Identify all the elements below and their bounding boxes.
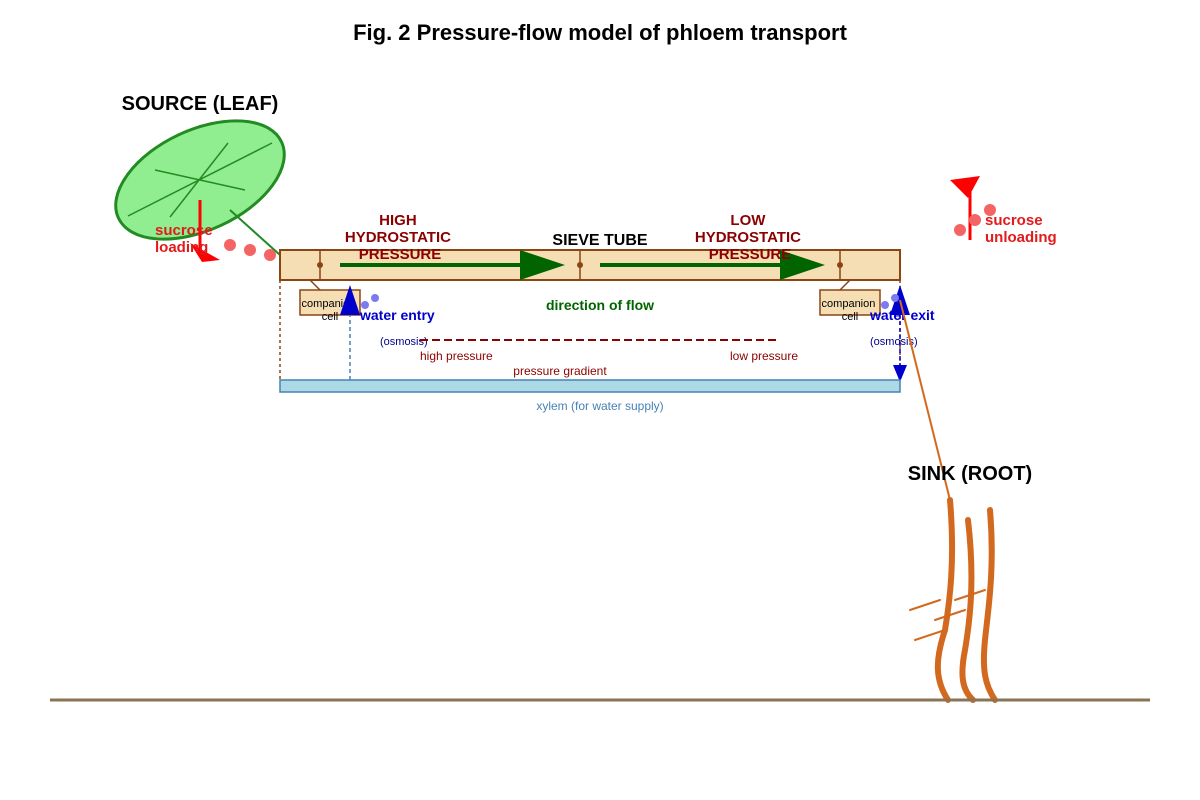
root-stem-connector: [899, 299, 951, 501]
water-entry-arrow: [340, 285, 360, 380]
water-exit-label: water exit: [869, 307, 935, 323]
source-label: SOURCE (LEAF): [122, 93, 279, 115]
svg-text:companion cell: companion cell: [302, 298, 359, 323]
companion-cell-right: companion cell: [819, 279, 881, 323]
sucrose-molecules-source: [224, 239, 276, 261]
sink-label: SINK (ROOT): [908, 463, 1032, 485]
root: [909, 497, 998, 703]
direction-of-flow-label: direction of flow: [546, 297, 654, 313]
sucrose-unloading-label: sucrose unloading: [985, 212, 1057, 246]
sucrose-molecules-sink: [954, 204, 996, 236]
pressure-gradient-label: pressure gradient: [513, 364, 607, 378]
sieve-tube-label: SIEVE TUBE: [552, 232, 647, 249]
leaf-stem: [229, 209, 281, 256]
sucrose-loading-arrow: [190, 200, 220, 262]
water-entry-label: water entry: [359, 307, 435, 323]
sucrose-unloading-arrow: [950, 176, 980, 240]
leaf: [114, 119, 286, 256]
high-pressure-label: HIGH HYDROSTATIC PRESSURE: [345, 212, 455, 263]
low-pressure-small-label: low pressure: [730, 349, 798, 363]
flow-arrow-right: [600, 250, 825, 280]
sucrose-loading-label: sucrose loading: [155, 222, 217, 256]
water-molecules-left: [361, 294, 379, 309]
osmosis-label-right: (osmosis): [870, 336, 918, 348]
xylem-vessel: [279, 379, 901, 393]
water-molecules-right: [881, 294, 899, 309]
low-pressure-label: LOW HYDROSTATIC PRESSURE: [695, 212, 805, 263]
high-pressure-small-label: high pressure: [420, 349, 493, 363]
figure-title: Fig. 2 Pressure-flow model of phloem tra…: [353, 20, 848, 45]
xylem-label: xylem (for water supply): [536, 399, 663, 413]
flow-arrow-left: [340, 250, 565, 280]
svg-text:companion cell: companion cell: [822, 298, 879, 323]
osmosis-label-left: (osmosis): [380, 336, 428, 348]
